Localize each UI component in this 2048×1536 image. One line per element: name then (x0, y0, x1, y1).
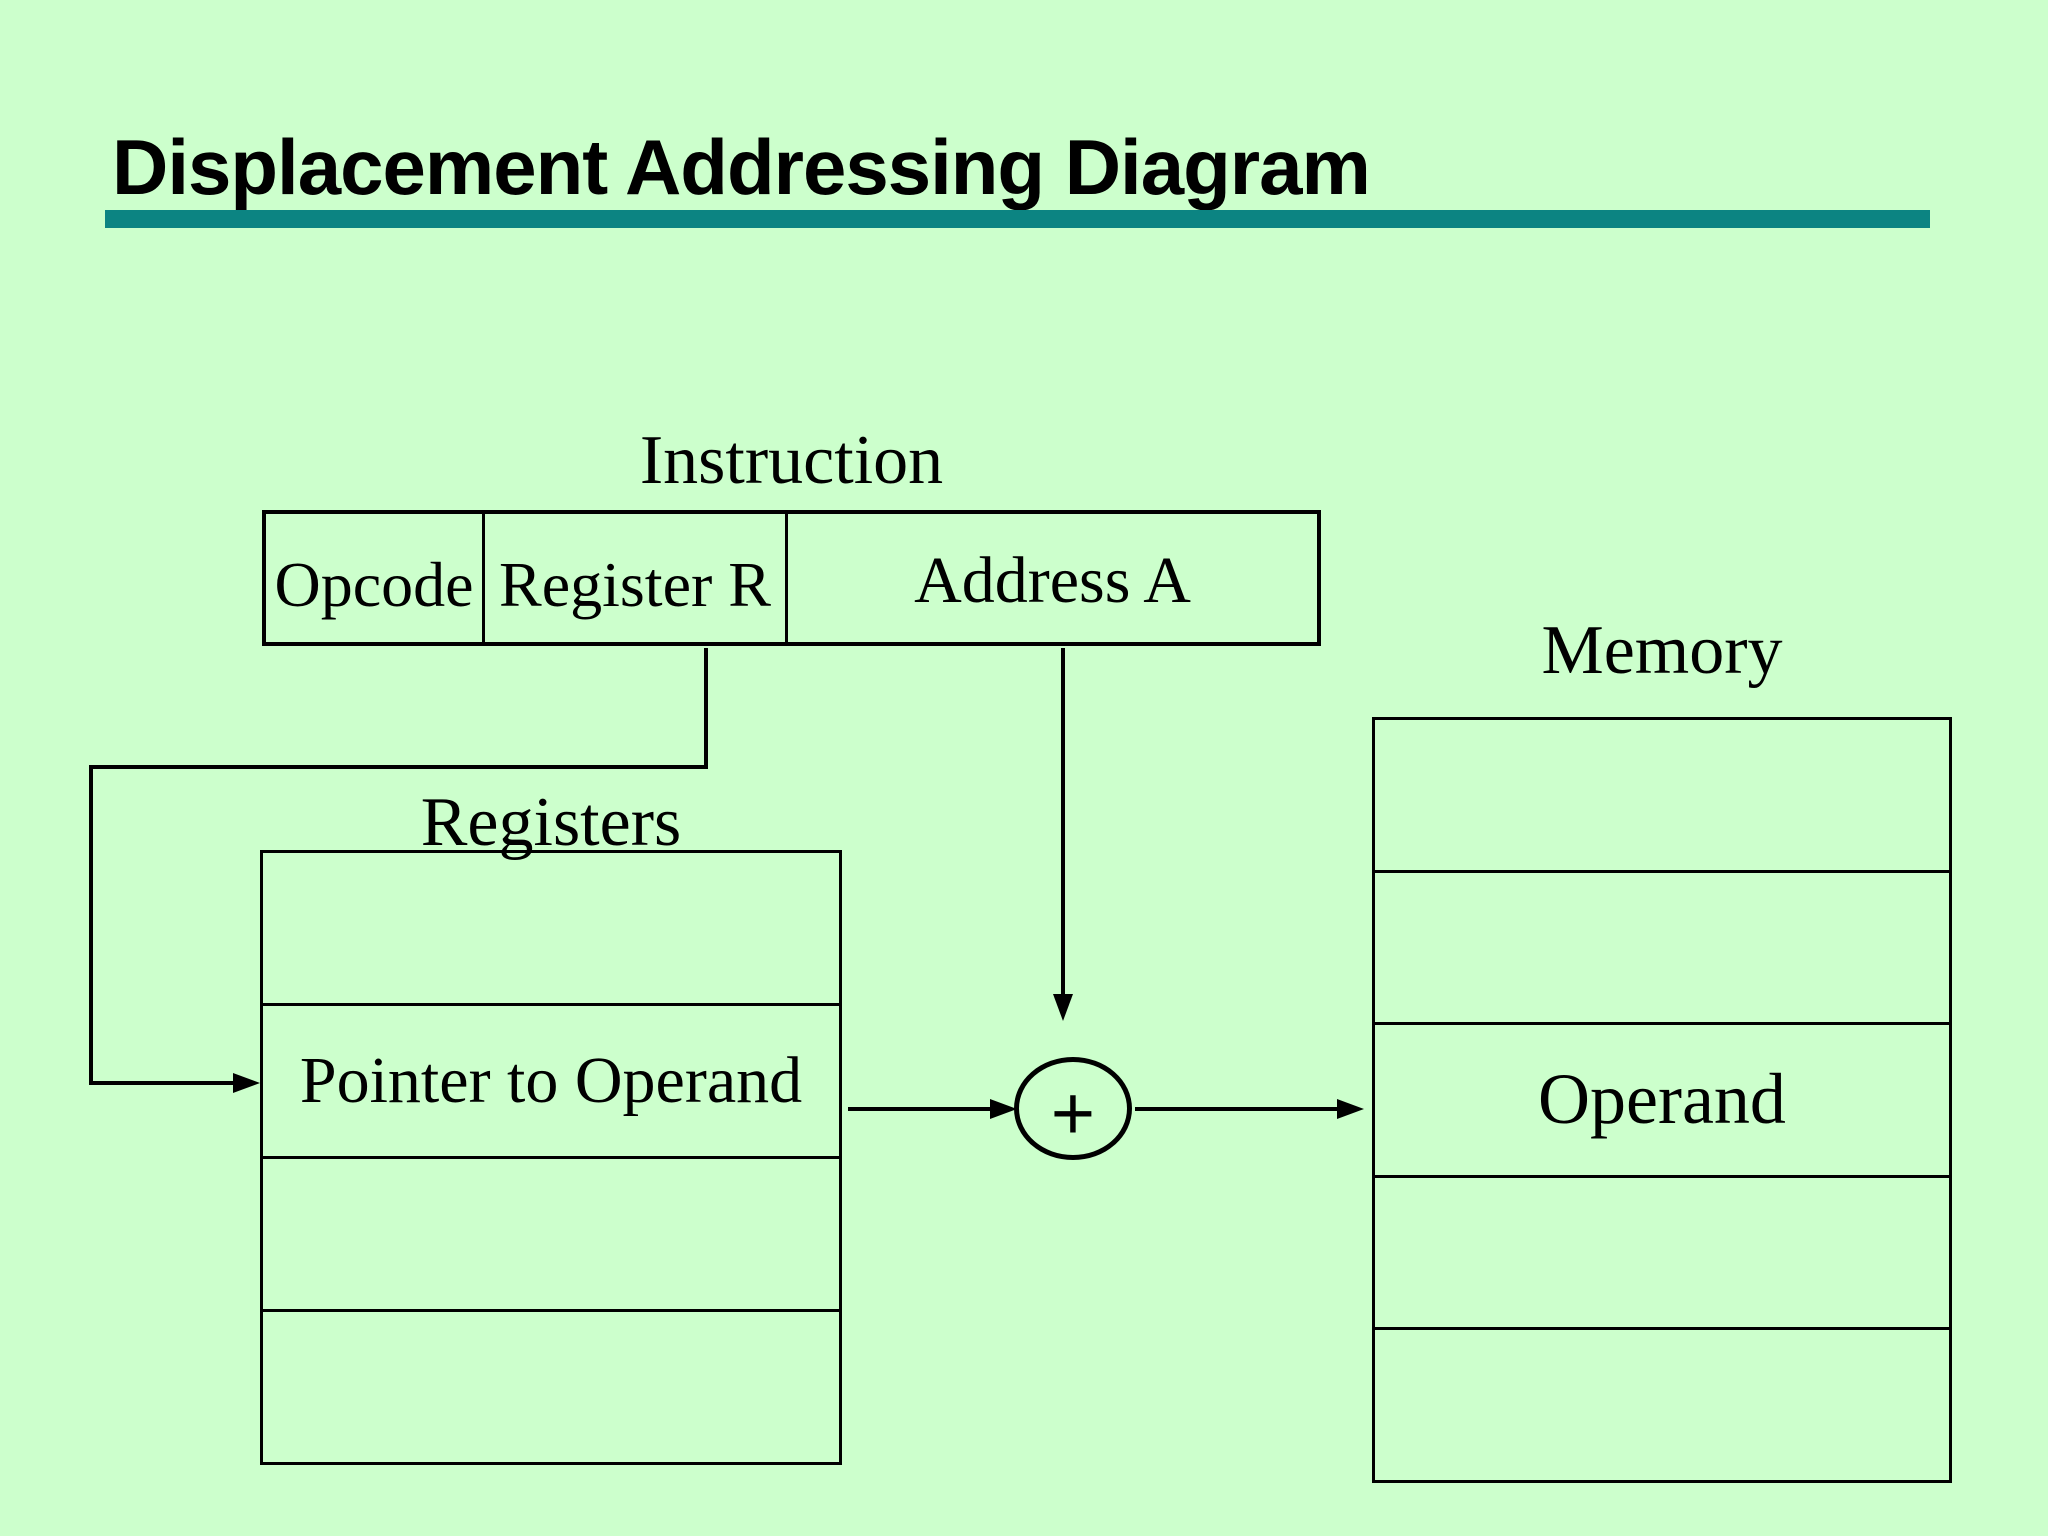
memory-row (1375, 873, 1949, 1026)
plus-icon: + (1050, 1070, 1096, 1156)
adder-circle: + (1014, 1057, 1132, 1160)
memory-label: Memory (1541, 612, 1783, 689)
memory-row (1375, 1178, 1949, 1331)
instruction-cell-opcode: Opcode (266, 514, 485, 642)
title-underline-bar (105, 210, 1930, 228)
instruction-box: Opcode Register R Address A (262, 510, 1321, 646)
memory-row (1375, 1330, 1949, 1480)
registers-label: Registers (420, 784, 682, 861)
instruction-cell-register-r: Register R (485, 514, 788, 642)
memory-row (1375, 720, 1949, 873)
adder-to-memory-arrow (1135, 1099, 1364, 1119)
registers-row (263, 1312, 839, 1462)
registers-to-adder-arrow (848, 1099, 1017, 1119)
instruction-label: Instruction (639, 422, 944, 499)
address-a-to-adder-arrow (1053, 648, 1073, 1021)
page-title: Displacement Addressing Diagram (112, 123, 1371, 211)
registers-row (263, 853, 839, 1006)
instruction-cell-address-a: Address A (914, 544, 1191, 617)
memory-row-operand: Operand (1375, 1025, 1949, 1178)
registers-box: Pointer to Operand (260, 850, 842, 1465)
registers-row (263, 1159, 839, 1312)
registers-row-pointer-to-operand: Pointer to Operand (263, 1006, 839, 1159)
memory-box: Operand (1372, 717, 1952, 1483)
